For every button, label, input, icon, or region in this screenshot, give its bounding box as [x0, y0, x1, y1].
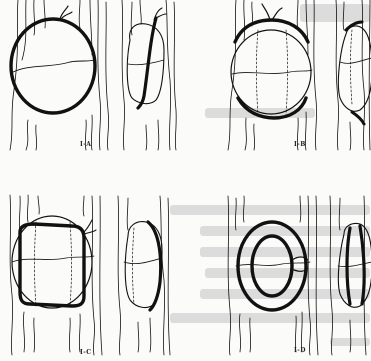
panel-label-c: I-C — [80, 349, 92, 356]
panel-d-side-view — [330, 196, 371, 355]
wound-edge — [13, 60, 94, 72]
suture-knot — [60, 6, 72, 19]
wound-oval — [231, 30, 311, 114]
panel-c-side-view — [118, 196, 170, 355]
panel-label-a: I-A — [80, 141, 91, 148]
suture-arc-bottom — [238, 98, 306, 118]
panel-c-front-view — [10, 195, 102, 355]
panel-label-b: I-B — [294, 141, 306, 148]
panel-label-d: I-D — [294, 347, 306, 354]
panel-b-side-view — [336, 0, 371, 150]
panel-a-front-view — [10, 0, 109, 150]
panel-d-front-view — [228, 196, 318, 355]
inner-suture-loop — [252, 236, 292, 296]
panel-b-front-view — [228, 0, 317, 150]
suture-box — [20, 224, 84, 306]
panel-a-side-view — [122, 0, 176, 150]
wound-oval — [11, 19, 95, 113]
